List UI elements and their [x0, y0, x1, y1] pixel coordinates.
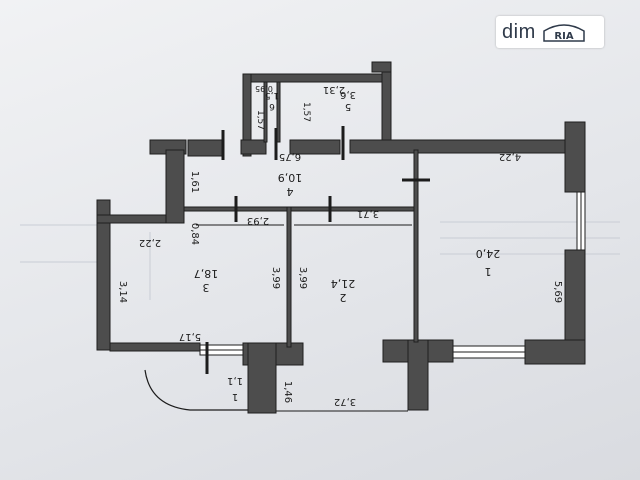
dimension-labels: 4,22 5,69 3,72 1,46 5,17 3,14 2,22 0,84 … — [117, 84, 563, 407]
dim-1-57-left: 1,57 — [255, 110, 265, 130]
dim-2-31: 2,31 — [323, 84, 345, 95]
dim-2-22: 2,22 — [139, 237, 161, 248]
balcony-number: 1 — [232, 391, 238, 402]
wall-right-upper — [564, 121, 586, 193]
dim-3-99-right: 3,99 — [297, 267, 308, 289]
wall-right-lower — [564, 249, 586, 341]
dim-3-71: 3,71 — [357, 208, 379, 219]
wall-left-outer — [96, 199, 111, 351]
wall-partition-room6 — [276, 81, 281, 143]
room-1-area: 24,0 — [476, 247, 501, 260]
wall-bottom-right-column — [407, 339, 429, 411]
wall-left-top — [96, 214, 172, 224]
background-table-lines — [20, 221, 620, 300]
dim-3-72: 3,72 — [334, 396, 356, 407]
wall-bottom-left-column — [247, 342, 277, 414]
watermark-brand: dim — [502, 20, 536, 43]
ria-logo-icon: RIA — [542, 21, 586, 43]
room-labels: 1 24,0 2 21,4 3 18,7 4 10,9 5 3,6 6 1,5 … — [194, 89, 501, 402]
room-2-number: 2 — [340, 291, 347, 304]
dimria-watermark: dim RIA — [496, 16, 604, 48]
room-6-area: 1,5 — [265, 90, 279, 100]
wall-partition-rooms-1-2 — [413, 149, 419, 343]
balcony-outline — [144, 369, 248, 411]
room-3-number: 3 — [203, 281, 210, 294]
wall-corridor-mid2 — [240, 139, 267, 155]
wall-right-storage — [381, 61, 392, 141]
room-5-number: 5 — [345, 101, 351, 112]
wall-left-storage — [242, 73, 252, 157]
wall-corridor-right — [349, 139, 566, 154]
dimension-lines — [196, 224, 412, 412]
dim-3-99-left: 3,99 — [270, 267, 281, 289]
room-4-area: 10,9 — [278, 171, 303, 184]
room-3-area: 18,7 — [194, 267, 219, 280]
dim-4-22: 4,22 — [499, 151, 521, 162]
room-5-area: 3,6 — [340, 89, 356, 100]
room-1-number: 1 — [485, 265, 492, 278]
room-6-number: 6 — [269, 101, 275, 111]
wall-right-bottom-corner — [524, 339, 586, 365]
dim-5-17: 5,17 — [179, 331, 201, 342]
wall-corridor-mid3 — [289, 139, 341, 155]
dim-0-95: 0,95 — [255, 84, 273, 93]
wall-partition-rooms-2-3 — [286, 206, 292, 348]
wall-bottom-room3 — [109, 342, 201, 352]
dim-0-84: 0,84 — [189, 223, 200, 245]
wall-top-storage — [242, 73, 392, 83]
door-marks — [205, 126, 430, 374]
dim-6-75: 6,75 — [279, 151, 301, 162]
dim-5-69: 5,69 — [552, 281, 563, 303]
dim-1-61: 1,61 — [189, 171, 200, 193]
wall-left-corridor — [165, 149, 185, 224]
room-2-area: 21,4 — [331, 277, 356, 290]
walls — [96, 61, 586, 414]
balcony-area: 1,1 — [227, 375, 243, 386]
room-4-number: 4 — [287, 185, 294, 198]
wall-partition-horizontal — [183, 206, 417, 212]
wall-storage-corner — [371, 61, 392, 73]
dim-2-93: 2,93 — [247, 215, 269, 226]
watermark-logo-text: RIA — [554, 31, 573, 42]
windows — [199, 191, 586, 359]
dim-1-57-right: 1,57 — [301, 102, 311, 122]
wall-partition-rooms-5-6 — [263, 81, 268, 143]
dim-1-46: 1,46 — [282, 381, 293, 403]
dim-3-14: 3,14 — [117, 281, 128, 303]
wall-corridor-mid1 — [187, 139, 223, 157]
